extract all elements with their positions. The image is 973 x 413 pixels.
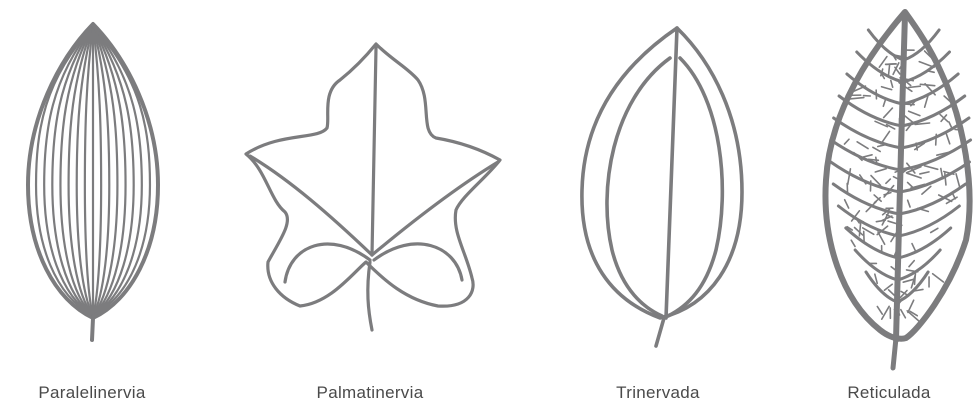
leaf-paralelinervia [28, 24, 158, 340]
tertiary-vein [912, 244, 916, 252]
secondary-vein [866, 272, 897, 302]
tertiary-vein [884, 108, 893, 117]
tertiary-vein [909, 111, 920, 115]
leaf-trinervada-outline [582, 28, 742, 318]
leaf-palmatinervia-right-vein [372, 162, 498, 255]
leaf-palmatinervia [246, 44, 500, 330]
tertiary-vein [882, 87, 892, 90]
tertiary-vein [844, 139, 849, 144]
tertiary-vein [863, 155, 872, 157]
tertiary-vein [888, 65, 889, 76]
tertiary-vein [886, 64, 895, 65]
label-paralelinervia: Paralelinervia [38, 383, 145, 403]
tertiary-vein [936, 134, 937, 145]
tertiary-vein [883, 100, 885, 106]
tertiary-vein [920, 84, 934, 85]
leaf-trinervada [582, 28, 742, 346]
tertiary-vein [855, 228, 863, 235]
tertiary-vein [908, 300, 914, 312]
tertiary-vein [875, 274, 877, 283]
tertiary-vein [889, 290, 895, 296]
tertiary-vein [919, 62, 934, 68]
tertiary-vein [881, 131, 889, 143]
parallel-vein [93, 26, 101, 316]
tertiary-vein [946, 132, 950, 143]
tertiary-vein [878, 145, 885, 147]
label-trinervada: Trinervada [616, 383, 700, 403]
tertiary-vein [907, 173, 921, 178]
tertiary-vein [851, 240, 855, 246]
leaf-palmatinervia-petiole [368, 262, 372, 330]
leaf-palmatinervia-left-vein [250, 156, 372, 255]
leaf-paralelinervia-petiole [92, 318, 93, 340]
tertiary-vein [875, 169, 886, 172]
leaf-palmatinervia-lower-right-vein [374, 244, 462, 280]
leaf-trinervada-left-vein [607, 58, 670, 316]
tertiary-vein [879, 57, 887, 68]
tertiary-vein [908, 182, 913, 187]
tertiary-vein [877, 306, 882, 314]
tertiary-vein [920, 172, 929, 174]
secondary-vein [855, 250, 898, 280]
tertiary-vein [933, 274, 944, 282]
leaf-reticulada [825, 12, 970, 368]
leaf-trinervada-midrib [666, 28, 677, 318]
tertiary-vein [876, 157, 877, 163]
tertiary-vein [927, 71, 934, 72]
leaf-palmatinervia-lower-left-vein [285, 244, 370, 282]
tertiary-vein [949, 122, 952, 127]
leaf-paralelinervia-veins [36, 26, 150, 316]
tertiary-vein [931, 228, 938, 232]
leaf-reticulada-petiole [893, 338, 896, 368]
tertiary-vein [908, 200, 910, 207]
tertiary-vein [845, 200, 849, 208]
label-reticulada: Reticulada [847, 383, 930, 403]
tertiary-vein [882, 306, 889, 319]
tertiary-vein [886, 179, 890, 183]
parallel-vein [85, 26, 93, 316]
tertiary-vein [904, 116, 913, 123]
leaf-palmatinervia-midrib [372, 48, 376, 255]
tertiary-vein [908, 86, 920, 87]
tertiary-vein [857, 142, 868, 149]
tertiary-vein [848, 169, 851, 184]
tertiary-vein [878, 232, 885, 244]
secondary-vein [897, 272, 928, 302]
label-palmatinervia: Palmatinervia [317, 383, 424, 403]
leaf-trinervada-petiole [656, 318, 664, 346]
tertiary-vein [891, 80, 893, 87]
secondary-vein [899, 206, 959, 236]
tertiary-vein [909, 261, 914, 267]
tertiary-vein [901, 310, 906, 318]
tertiary-vein [925, 166, 938, 170]
tertiary-vein [873, 147, 880, 151]
secondary-vein [898, 228, 950, 258]
tertiary-vein [956, 174, 960, 188]
